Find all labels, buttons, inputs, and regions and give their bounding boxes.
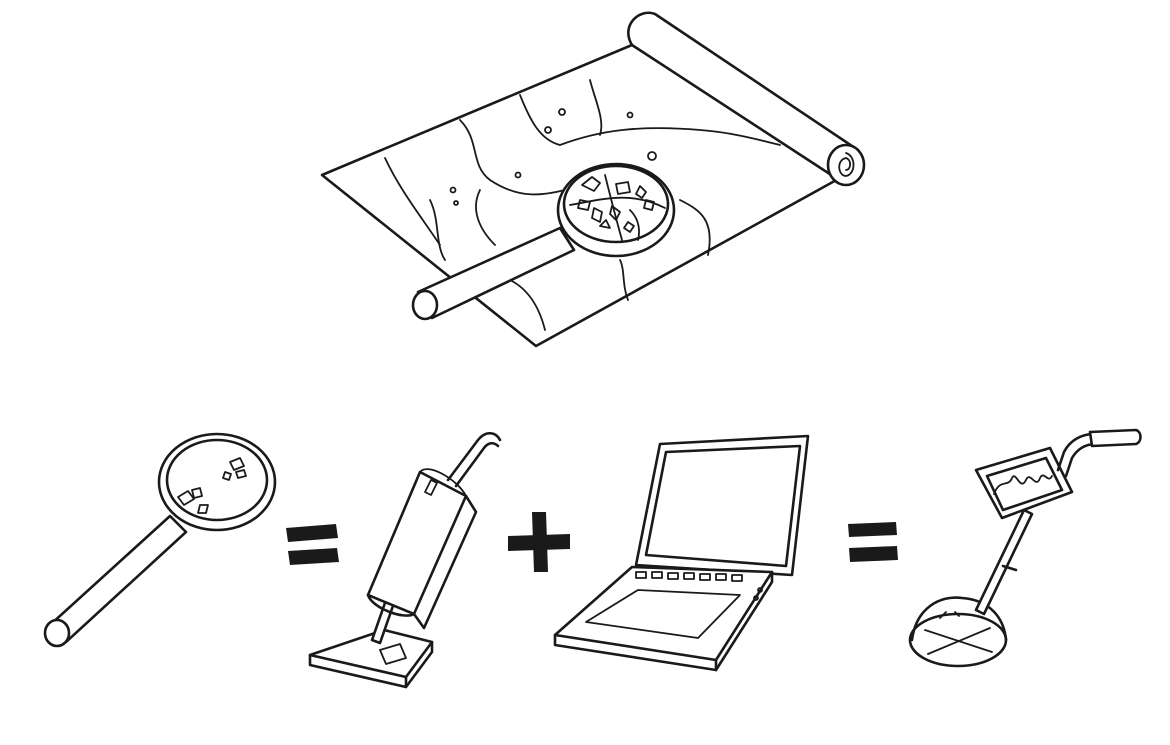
map-borders xyxy=(384,79,781,331)
magnifying-glass-icon xyxy=(43,432,277,648)
laptop-icon xyxy=(553,434,810,672)
laptop-keys xyxy=(635,571,743,582)
plus-icon xyxy=(508,512,570,572)
map-scene xyxy=(320,11,866,348)
vacuum-cleaner-icon xyxy=(308,431,502,689)
map-towns xyxy=(449,108,657,206)
metal-detector-icon xyxy=(908,428,1142,668)
map-roll-end xyxy=(826,143,866,187)
equals-icon xyxy=(286,524,339,565)
equals-icon-2 xyxy=(848,522,898,562)
map-magnifier xyxy=(411,162,676,321)
